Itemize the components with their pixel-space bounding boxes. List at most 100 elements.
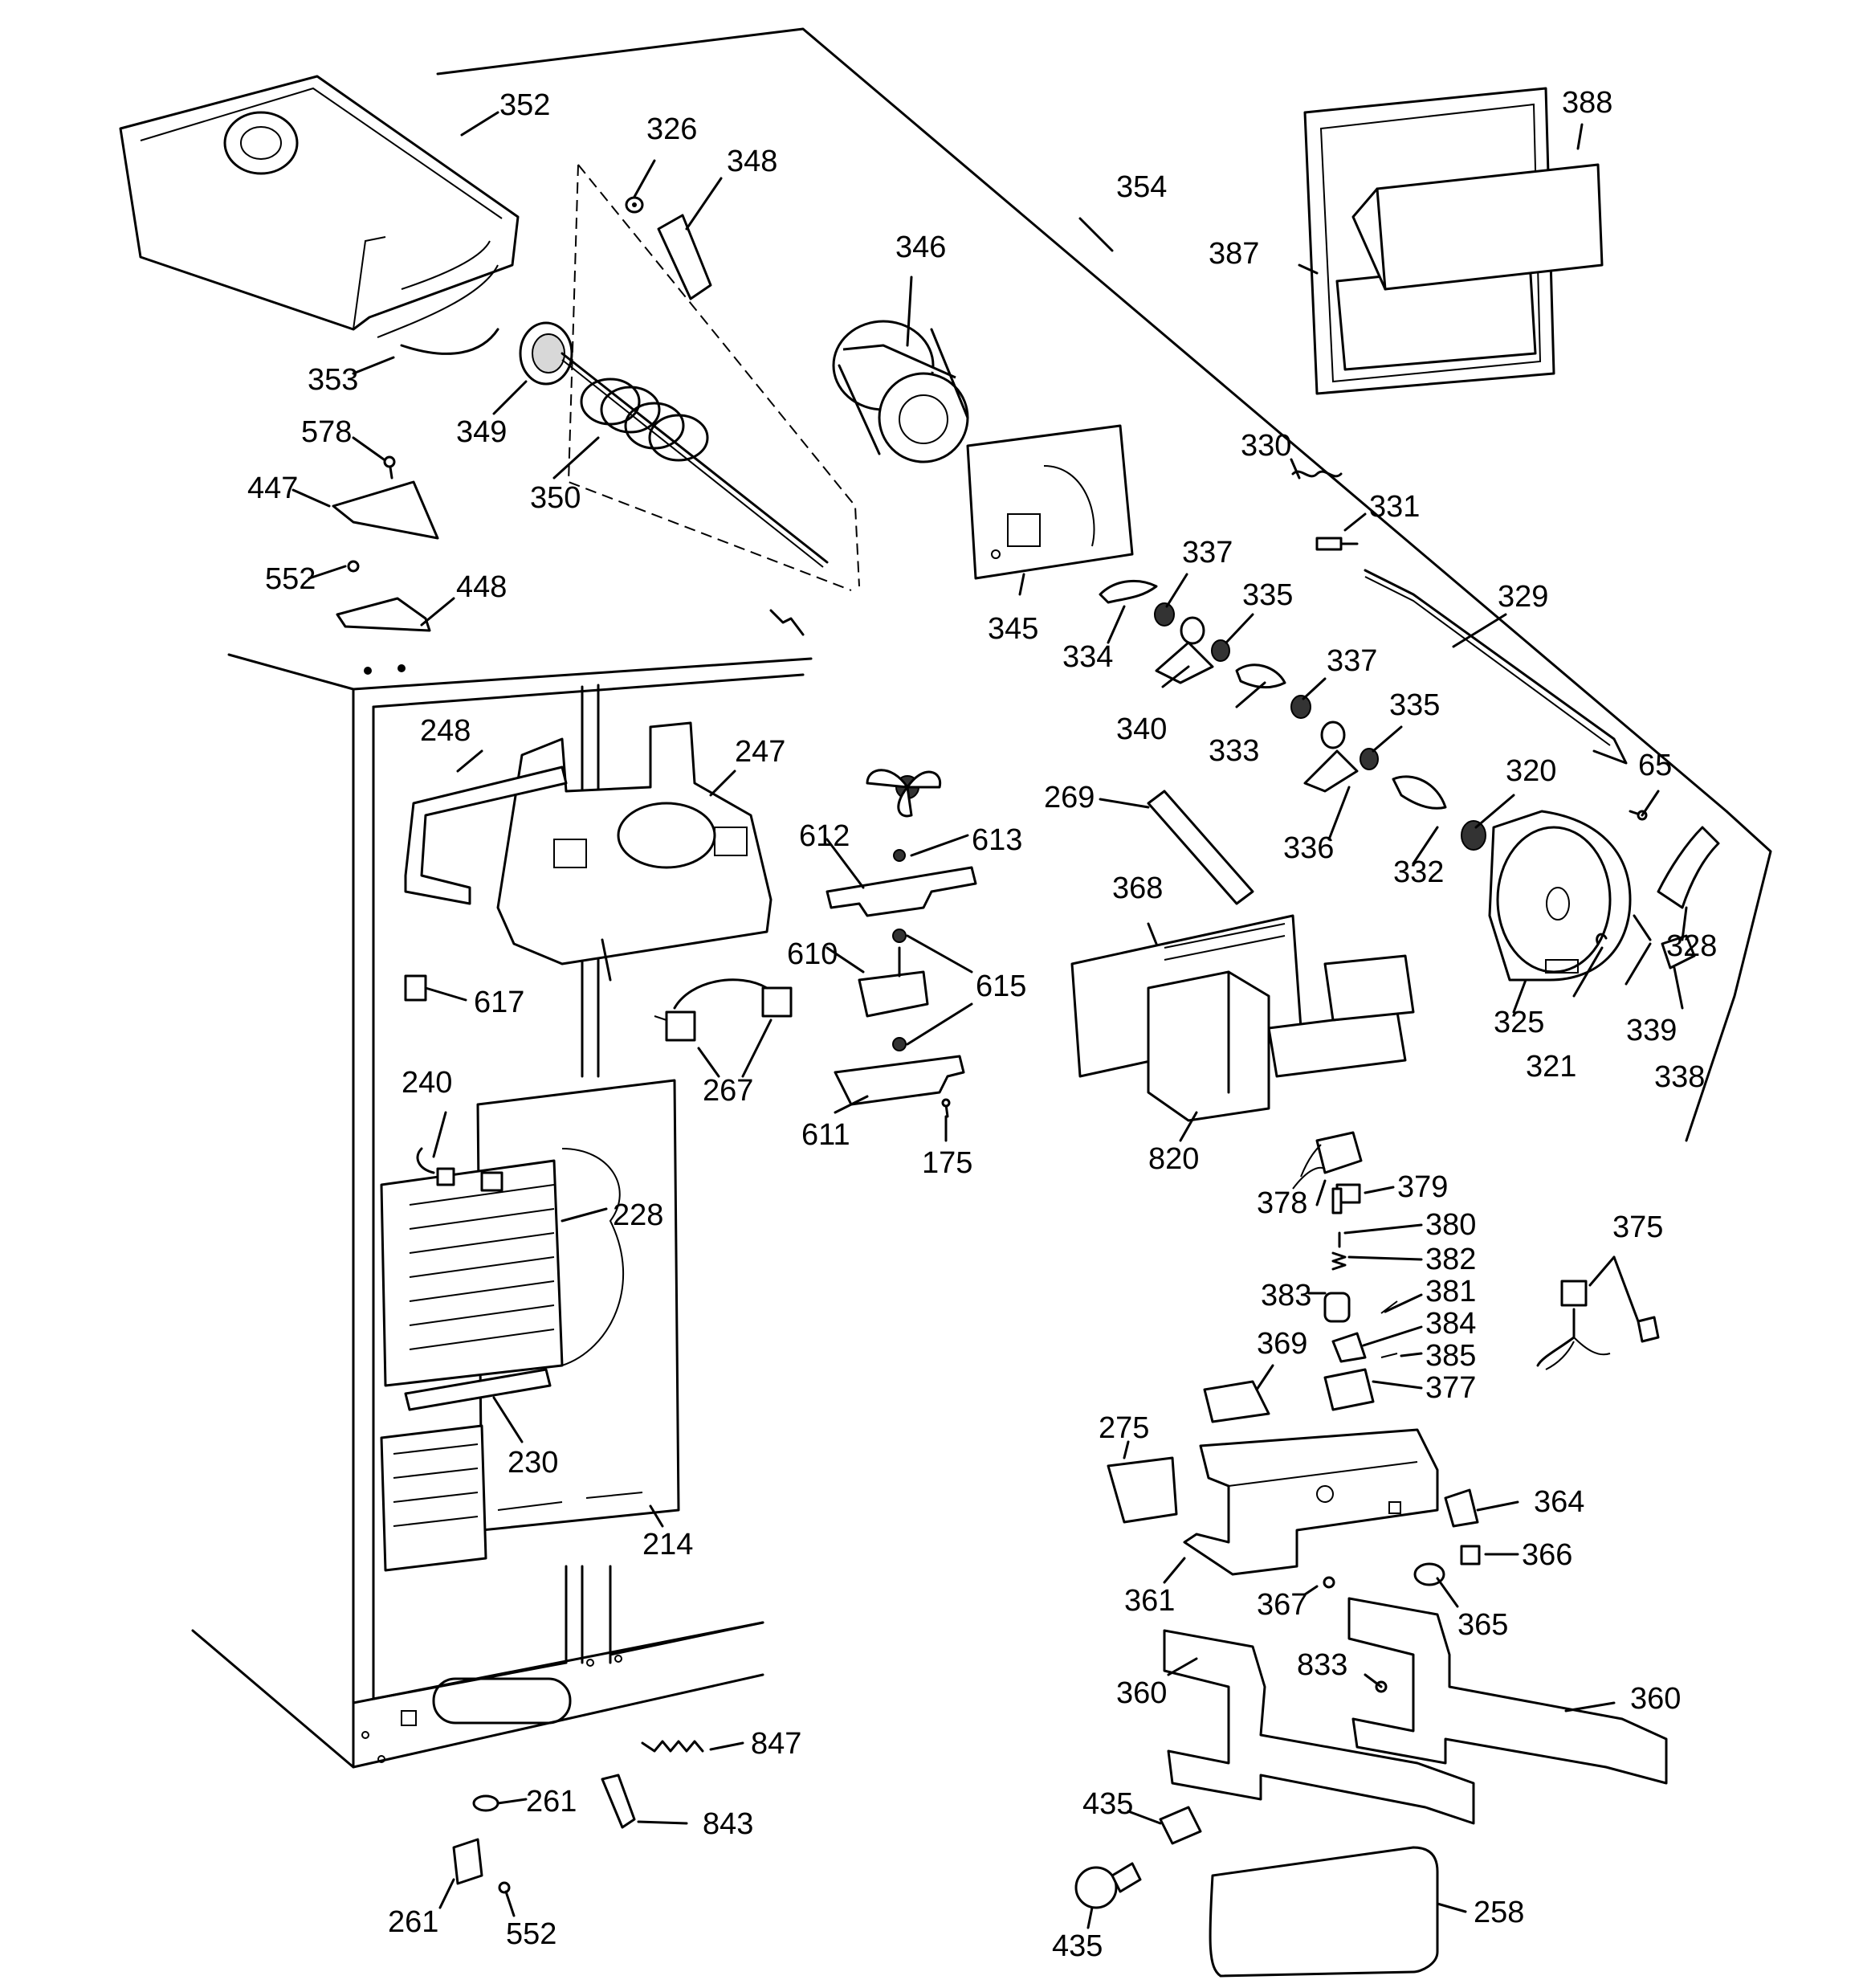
callout-364: 364 [1534,1485,1584,1519]
auger-dashed-group [567,164,860,591]
ice-crusher-blade [657,214,712,300]
evaporator-coil-228 [380,1148,624,1387]
callout-611: 611 [801,1118,850,1152]
plate-275 [1107,1456,1178,1524]
leader-lines [291,111,1688,1929]
screw-552 [347,560,360,573]
callout-349: 349 [456,415,507,449]
actuator-rod-329 [1364,569,1628,765]
callout-175: 175 [922,1146,972,1180]
callout-340: 340 [1116,712,1167,746]
bucket-support-353 [400,328,499,355]
callout-321: 321 [1526,1050,1576,1084]
fan-bracket-611 [834,1055,965,1106]
callout-447: 447 [247,471,298,505]
callout-352: 352 [499,88,550,122]
fan-bracket-612 [826,866,977,917]
callout-214: 214 [642,1528,693,1561]
callout-247: 247 [735,735,785,769]
callout-labels: 352 326 348 354 346 388 387 353 349 350 … [247,86,1717,1963]
fan-blade-613 [866,769,942,862]
callout-261-top: 261 [526,1785,577,1819]
callout-350: 350 [530,481,581,515]
coupling-320 [1461,820,1486,851]
spring-847 [641,1740,704,1753]
spacer-365 [1413,1562,1445,1586]
air-duct-248 [404,765,568,905]
callout-337-mid: 337 [1327,644,1377,678]
callout-228: 228 [613,1198,663,1232]
nut-366 [1460,1545,1481,1565]
connector-617 [404,974,427,1002]
hinge-261 [452,1838,483,1885]
thermostat-240 [416,1147,503,1192]
clip-321 [1596,933,1608,945]
clip-331 [1315,537,1359,551]
callout-267: 267 [703,1074,753,1108]
callout-353: 353 [308,363,358,397]
icemaker-module-820 [1147,954,1415,1122]
callout-336: 336 [1283,831,1334,865]
callout-435-bottom: 435 [1052,1929,1103,1963]
callout-360-left: 360 [1116,1676,1167,1710]
callout-378: 378 [1257,1186,1307,1220]
screw-175 [941,1098,951,1118]
plunger-stack [1323,1187,1398,1411]
fan-shroud-247 [496,721,773,982]
callout-578: 578 [301,415,352,449]
spring-330 [1291,470,1343,478]
auger-motor [1488,810,1632,982]
switch-369 [1203,1380,1270,1423]
solenoid-378 [1292,1131,1363,1190]
crusher-blade-334 [1099,579,1158,604]
callout-269: 269 [1044,781,1095,814]
callout-332: 332 [1393,855,1444,889]
callout-387: 387 [1209,237,1259,271]
callout-368: 368 [1112,872,1163,905]
cabinet-body [191,609,813,1769]
callout-320: 320 [1506,754,1556,788]
callout-388: 388 [1562,86,1612,120]
spacer-337b [1290,695,1311,719]
callout-346: 346 [895,231,946,264]
callout-820: 820 [1148,1142,1199,1176]
callout-843: 843 [703,1807,753,1841]
spacer-337a [1154,602,1175,627]
callout-375: 375 [1612,1210,1663,1244]
callout-448: 448 [456,570,507,604]
callout-615: 615 [976,970,1026,1003]
callout-335-top: 335 [1242,578,1293,612]
motor-mounting-plate [966,424,1134,580]
spacer-335b [1360,748,1379,770]
freezer-liner-outline [436,27,1772,1142]
callout-325: 325 [1494,1006,1544,1039]
callout-613: 613 [972,823,1022,857]
light-bulb-435 [1074,1862,1142,1909]
callout-365: 365 [1457,1608,1508,1642]
screw-578 [383,455,396,480]
grommet-364 [1444,1488,1479,1528]
callout-335-mid: 335 [1389,688,1440,722]
callout-331: 331 [1369,490,1420,524]
blade-340 [1155,616,1214,684]
callout-345: 345 [988,612,1038,646]
nut-261 [472,1794,499,1812]
auger-housing-drum [832,320,969,463]
callout-366: 366 [1522,1538,1572,1572]
callout-65: 65 [1638,749,1672,782]
wire-harness-375 [1536,1280,1660,1370]
callout-847: 847 [751,1727,801,1761]
callout-240: 240 [402,1066,452,1100]
blade-333 [1235,663,1286,689]
callout-361: 361 [1124,1584,1175,1618]
callout-261-bottom: 261 [388,1905,438,1939]
callout-369: 369 [1257,1327,1307,1361]
fan-motor-610 [858,929,929,1051]
callout-334: 334 [1062,640,1113,674]
auger-bearing [519,321,573,386]
callout-275: 275 [1099,1411,1149,1445]
callout-360-right: 360 [1630,1682,1681,1716]
auger [561,352,829,568]
callout-381: 381 [1425,1275,1476,1308]
